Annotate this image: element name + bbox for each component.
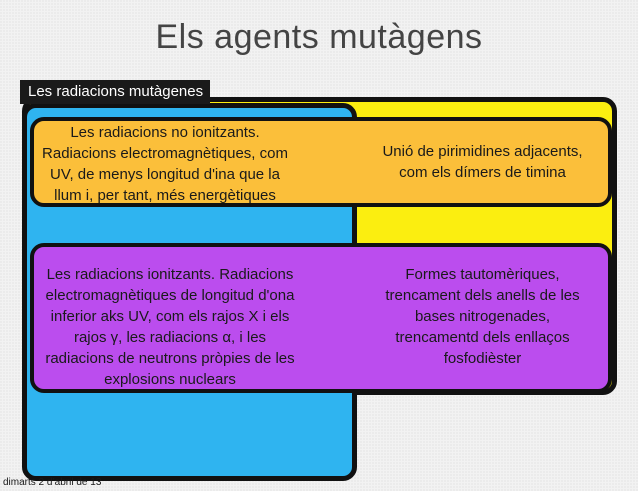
slide-title: Els agents mutàgens: [155, 18, 483, 56]
non-ionizing-heading: Les radiacions no ionitzants: [70, 124, 256, 141]
section-label: Les radiacions mutàgenes: [20, 80, 210, 104]
orange-non-ionizing-row: [30, 117, 612, 207]
ionizing-effect-line: fosfodièster: [443, 350, 522, 367]
ionizing-line: electromagnètiques de longitud d'ona: [45, 287, 295, 304]
ionizing-effect: Formes tautomèriques, trencament dels an…: [355, 264, 610, 369]
ionizing-heading-suffix: . Radiacions: [210, 266, 294, 283]
ionizing-line: rajos γ, les radiacions α, i les: [73, 329, 267, 346]
ionizing-line: radiacions de neutrons pròpies de les: [45, 350, 295, 367]
ionizing-line: inferior aks UV, com els rajos X i els: [50, 308, 290, 325]
purple-ionizing-row: [30, 243, 612, 393]
ionizing-effect-line: bases nitrogenades,: [414, 308, 551, 325]
ionizing-heading: Les radiacions ionitzants: [46, 266, 211, 283]
ionizing-effect-line: trencamentd dels enllaços: [395, 329, 570, 346]
non-ionizing-line: llum i, per tant, més energètiques: [54, 187, 276, 204]
ionizing-line: explosions nuclears: [104, 371, 236, 388]
non-ionizing-line: UV, de menys longitud d'ina que la: [50, 166, 280, 183]
non-ionizing-heading-suffix: .: [255, 124, 260, 141]
footer-date: dimarts 2 d’abril de 13: [3, 477, 102, 488]
ionizing-effect-line: Formes tautomèriques,: [405, 266, 560, 283]
non-ionizing-line: Radiacions electromagnètiques, com: [42, 145, 288, 162]
non-ionizing-effect-line: com els dímers de timina: [399, 164, 566, 181]
non-ionizing-effect-line: Unió de pirimidines adjacents,: [382, 143, 583, 160]
non-ionizing-effect: Unió de pirimidines adjacents, com els d…: [355, 141, 610, 183]
non-ionizing-description: Les radiacions no ionitzants. Radiacions…: [30, 122, 300, 206]
ionizing-description: Les radiacions ionitzants. Radiacions el…: [30, 264, 310, 390]
ionizing-effect-line: trencament dels anells de les: [385, 287, 580, 304]
